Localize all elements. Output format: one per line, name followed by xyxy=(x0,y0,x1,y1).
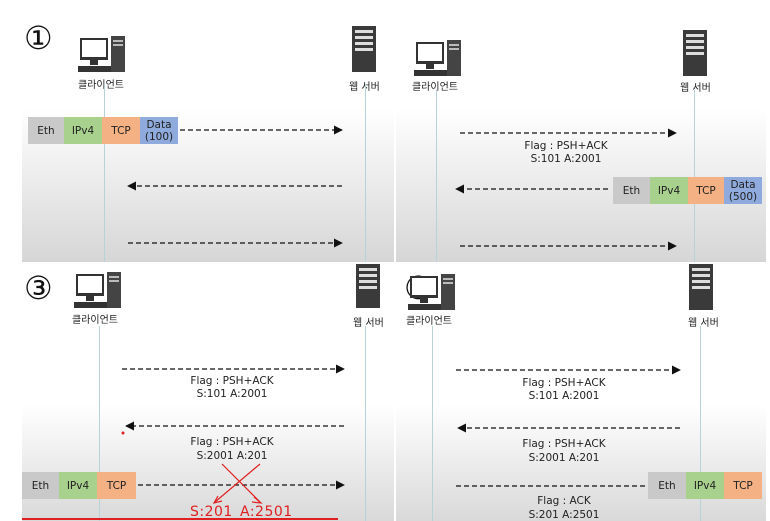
msg2-seq-ack: S:2001 A:201 xyxy=(528,452,600,464)
server-label: 웹 서버 xyxy=(349,82,380,93)
client-computer-icon xyxy=(78,36,125,72)
msg3-flag: Flag : ACK xyxy=(537,495,591,507)
red-arrowhead-2 xyxy=(212,495,223,504)
data-payload: Data(500) xyxy=(724,177,762,204)
eth-header: Eth xyxy=(28,117,64,144)
server-timeline xyxy=(700,326,701,521)
data-payload-size: (100) xyxy=(144,130,174,143)
data-payload-size: (500) xyxy=(728,190,758,203)
panel-2: 클라이언트 웹 서버 Flag : PSH+ACK S:101 A:2001 E… xyxy=(396,14,766,262)
client-timeline xyxy=(432,326,433,521)
server-label: 웹 서버 xyxy=(688,318,719,329)
server-timeline xyxy=(365,84,366,262)
client-computer-icon xyxy=(74,272,121,308)
step-number: ③ xyxy=(24,269,53,307)
msg2-flag: Flag : PSH+ACK xyxy=(190,436,274,448)
client-timeline xyxy=(436,90,437,262)
red-dot xyxy=(121,431,125,435)
client-label: 클라이언트 xyxy=(72,315,118,326)
panel-1: ① 클라이언트 웹 서버 Eth IPv4 TCP Data(100) xyxy=(22,14,394,262)
server-timeline xyxy=(694,90,695,262)
handwritten-seq: S:201 xyxy=(190,504,233,520)
server-label: 웹 서버 xyxy=(353,318,384,329)
tcp-header: TCP xyxy=(102,117,140,144)
data-payload: Data(100) xyxy=(140,117,178,144)
ipv4-header: IPv4 xyxy=(59,472,97,499)
msg2-seq-ack: S:2001 A:201 xyxy=(196,450,268,462)
msg1-flag: Flag : PSH+ACK xyxy=(522,377,606,389)
arrows xyxy=(455,128,677,251)
data-payload-label: Data xyxy=(146,118,172,131)
server-timeline xyxy=(365,326,366,521)
msg3-seq-ack: S:201 A:2501 xyxy=(528,509,600,521)
client-label: 클라이언트 xyxy=(406,316,452,327)
msg1-flag: Flag : PSH+ACK xyxy=(190,375,274,387)
eth-header: Eth xyxy=(22,472,59,499)
server-label: 웹 서버 xyxy=(680,83,711,94)
panel-4: ④ 클라이언트 웹 서버 Flag : PSH+ACK S:101 A:2001… xyxy=(396,264,766,521)
client-label: 클라이언트 xyxy=(78,80,124,91)
client-timeline xyxy=(99,326,100,521)
msg2-flag: Flag : PSH+ACK xyxy=(522,438,606,450)
ipv4-header: IPv4 xyxy=(64,117,102,144)
ipv4-header: IPv4 xyxy=(650,177,688,204)
ipv4-header: IPv4 xyxy=(686,472,724,499)
msg-seq-ack: S:101 A:2001 xyxy=(530,153,602,165)
web-server-icon xyxy=(356,264,380,308)
panel-3: ③ 클라이언트 웹 서버 Flag : PSH+ACK S:101 A:2001… xyxy=(22,264,394,521)
msg-flag: Flag : PSH+ACK xyxy=(524,140,608,152)
msg1-seq-ack: S:101 A:2001 xyxy=(196,388,268,400)
web-server-icon xyxy=(352,26,376,72)
step-number: ① xyxy=(24,19,53,57)
tcp-header: TCP xyxy=(724,472,762,499)
arrows xyxy=(22,364,345,520)
red-cross-line-1 xyxy=(221,463,261,503)
client-computer-icon xyxy=(408,274,455,310)
arrows xyxy=(127,125,343,248)
tcp-header: TCP xyxy=(97,472,136,499)
web-server-icon xyxy=(689,264,713,310)
arrows xyxy=(456,365,681,487)
handwritten-ack: A:2501 xyxy=(240,504,293,520)
msg1-seq-ack: S:101 A:2001 xyxy=(528,390,600,402)
red-arrowhead-1 xyxy=(251,496,263,504)
data-payload-label: Data xyxy=(730,178,756,191)
client-computer-icon xyxy=(414,40,461,76)
tcp-header: TCP xyxy=(688,177,724,204)
client-label: 클라이언트 xyxy=(412,82,458,93)
red-cross-line-2 xyxy=(214,463,261,503)
web-server-icon xyxy=(683,30,707,76)
client-timeline xyxy=(104,84,105,262)
eth-header: Eth xyxy=(613,177,650,204)
eth-header: Eth xyxy=(648,472,686,499)
